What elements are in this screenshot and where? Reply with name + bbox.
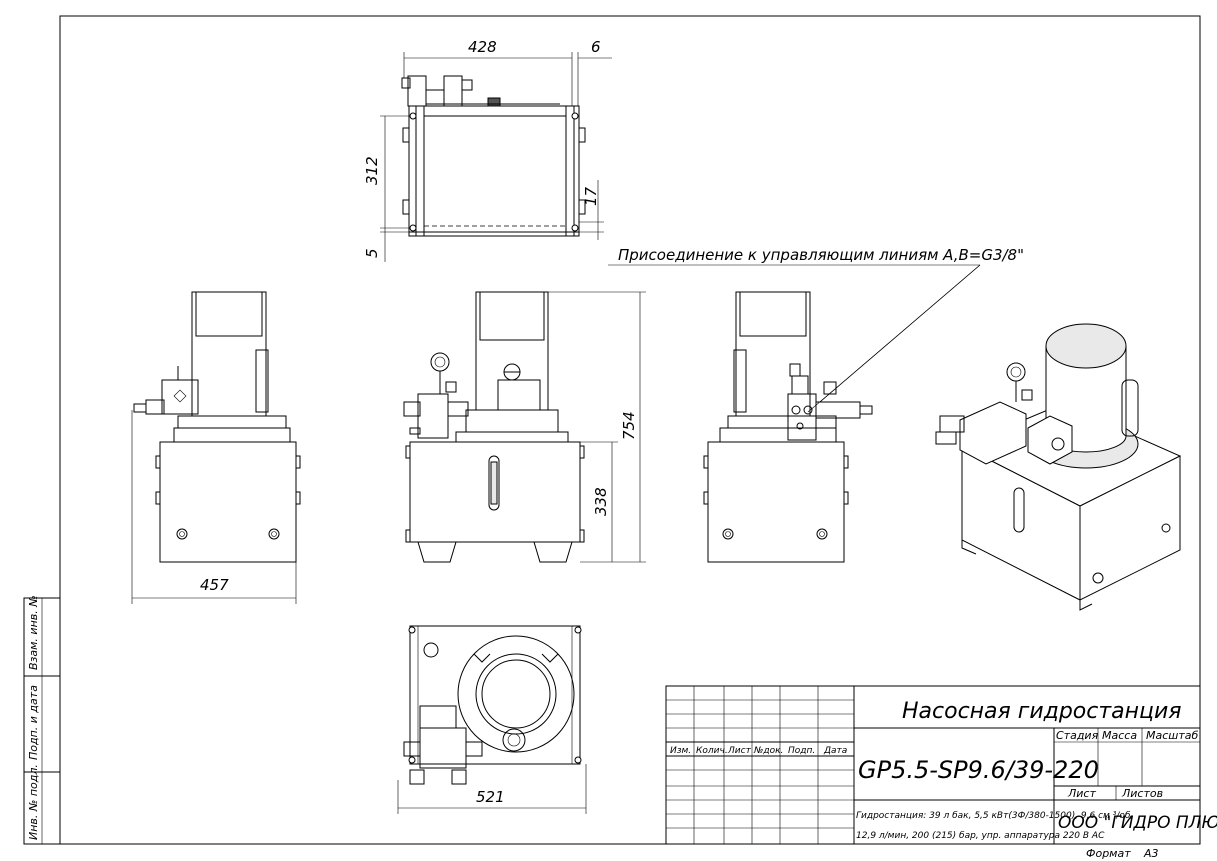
dim-top-width: 428: [468, 38, 497, 56]
rev-header-change: Изм.: [670, 746, 691, 756]
drawing-title: Насосная гидростанция: [902, 699, 1182, 724]
drawing-code: GP5.5-SP9.6/39-220: [858, 756, 1099, 784]
col-mass: Масса: [1102, 729, 1137, 742]
stamp-label-replace: Взам. инв. №: [27, 595, 40, 670]
description-line-1: Гидростанция: 39 л бак, 5,5 кВт(3Ф/380-1…: [856, 811, 1133, 821]
dim-tank-height: 338: [592, 487, 610, 516]
stamp-label-sign: Подп. и дата: [27, 685, 40, 760]
side-view-right: [703, 291, 873, 563]
description-line-2: 12,9 л/мин, 200 (215) бар, упр. аппарату…: [856, 831, 1105, 841]
isometric-view: [935, 323, 1182, 611]
side-stamp: Взам. инв. № Подп. и дата Инв. № подл.: [23, 595, 61, 845]
dim-top-offset-bottom: 5: [363, 248, 381, 258]
rev-header-docno: №док.: [753, 746, 783, 756]
label-sheets: Листов: [1121, 787, 1163, 800]
dim-top-offset-right: 17: [582, 186, 600, 206]
plan-view: 521: [397, 625, 587, 814]
sheet-frame: [59, 15, 1201, 845]
label-sheet: Лист: [1067, 787, 1096, 800]
col-stage: Стадия: [1056, 729, 1099, 742]
dim-top-depth: 312: [363, 156, 381, 185]
stamp-label-inv: Инв. № подл.: [27, 764, 40, 840]
format-value: А3: [1143, 847, 1159, 860]
connection-callout: Присоединение к управляющим линиям A,B=G…: [618, 246, 1024, 264]
top-view: 428 6 312 5 17: [363, 38, 612, 262]
dim-plan-width: 521: [476, 788, 505, 806]
company-name: ООО "ГИДРО ПЛЮС": [1058, 813, 1217, 833]
dim-top-gap: 6: [591, 38, 601, 56]
dim-total-height: 754: [620, 411, 638, 440]
rev-header-sheet: Лист: [727, 746, 752, 756]
rev-header-sign: Подп.: [788, 746, 815, 756]
title-block: Изм. Колич. Лист №док. Подп. Дата Насосн…: [665, 685, 1217, 860]
rev-header-date: Дата: [823, 746, 847, 756]
col-scale: Масштаб: [1146, 729, 1198, 742]
rev-header-qty: Колич.: [696, 746, 728, 756]
side-view-left: 457: [131, 291, 301, 604]
callout-leader: Присоединение к управляющим линиям A,B=G…: [608, 246, 1024, 413]
dim-side-width: 457: [200, 576, 229, 594]
front-view: 754 338: [403, 291, 646, 563]
format-label: Формат: [1086, 847, 1131, 860]
